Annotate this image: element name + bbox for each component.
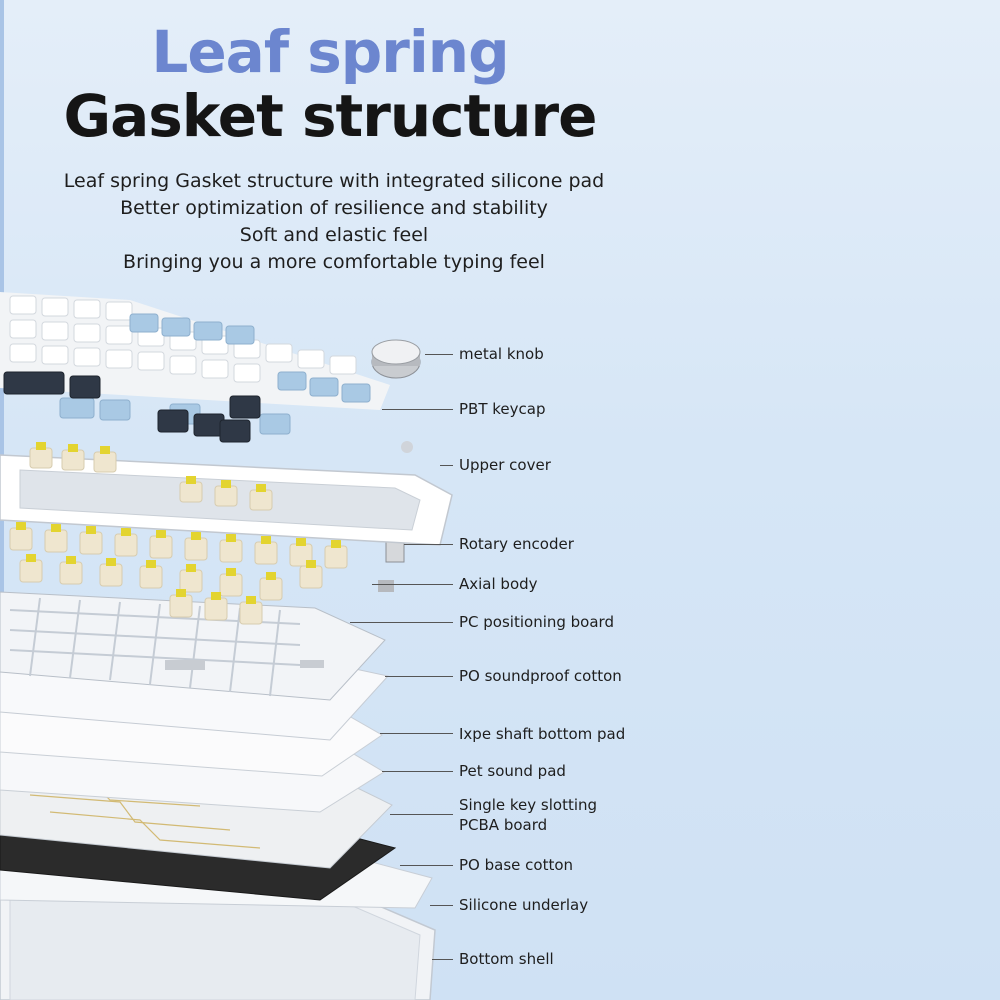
label-bottom-shell: Bottom shell: [459, 950, 554, 968]
callout-line-rotary-encoder: [404, 544, 453, 545]
exploded-keyboard-illustration: [0, 292, 453, 1000]
switch-rows: [9, 522, 394, 625]
callout-line-silicone: [430, 905, 453, 906]
metal-knob-part: [371, 339, 421, 379]
label-pcba-line-1: Single key slotting: [459, 796, 598, 814]
description-line-4: Bringing you a more comfortable typing f…: [123, 251, 545, 273]
callout-line-ixpe-pad: [380, 733, 453, 734]
callout-line-po-base: [400, 865, 453, 866]
callout-line-upper-cover: [440, 465, 453, 466]
label-pet-sound-pad: Pet sound pad: [459, 762, 566, 780]
label-po-base-cotton: PO base cotton: [459, 856, 574, 874]
keycap-rows: [0, 292, 390, 443]
description-line-3: Soft and elastic feel: [239, 224, 429, 246]
label-axial-body: Axial body: [459, 575, 538, 593]
callout-line-pc-positioning: [350, 622, 453, 623]
label-upper-cover: Upper cover: [459, 456, 551, 474]
label-ixpe-shaft-bottom-pad: Ixpe shaft bottom pad: [459, 725, 626, 743]
callout-line-axial-body: [372, 584, 453, 585]
upper-cover-layer: [0, 441, 453, 546]
description-line-1: Leaf spring Gasket structure with integr…: [63, 170, 605, 192]
label-metal-knob: metal knob: [459, 345, 544, 363]
callout-line-metal-knob: [425, 354, 453, 355]
callout-line-pet-pad: [382, 771, 453, 772]
label-rotary-encoder: Rotary encoder: [459, 535, 574, 553]
label-po-soundproof-cotton: PO soundproof cotton: [459, 667, 622, 685]
label-silicone-underlay: Silicone underlay: [459, 896, 589, 914]
label-pbt-keycap: PBT keycap: [459, 400, 546, 418]
callout-line-bottom-shell: [432, 959, 453, 960]
title-main: Gasket structure: [63, 82, 597, 150]
callout-line-po-soundproof: [385, 676, 453, 677]
description-line-2: Better optimization of resilience and st…: [120, 197, 548, 219]
label-pc-positioning-board: PC positioning board: [459, 613, 614, 631]
callout-line-pcba: [390, 814, 453, 815]
callout-line-pbt-keycap: [382, 409, 453, 410]
title-accent: Leaf spring: [151, 18, 509, 86]
label-pcba-line-2: PCBA board: [459, 816, 548, 834]
